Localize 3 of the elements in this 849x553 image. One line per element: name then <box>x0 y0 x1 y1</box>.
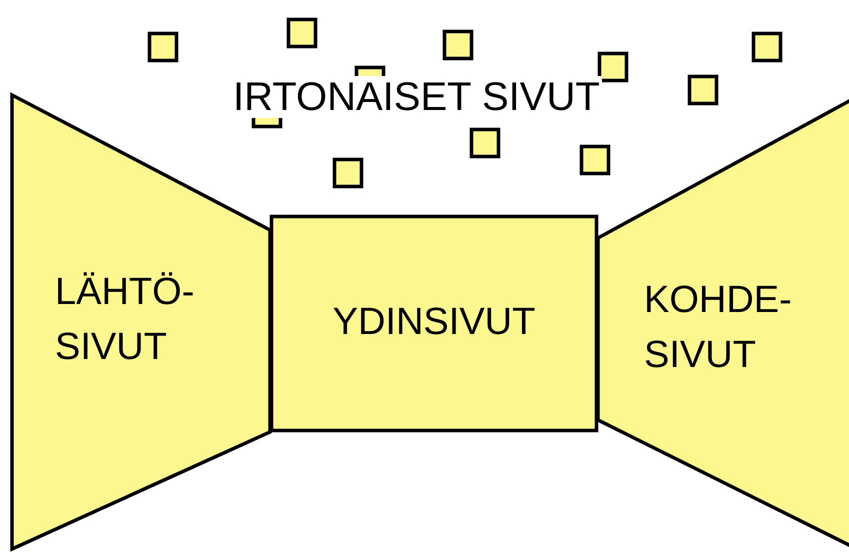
node-label: LÄHTÖ- SIVUT <box>55 270 196 370</box>
node-label: YDINSIVUT <box>332 300 536 345</box>
node-label: KOHDE- SIVUT <box>644 278 793 378</box>
